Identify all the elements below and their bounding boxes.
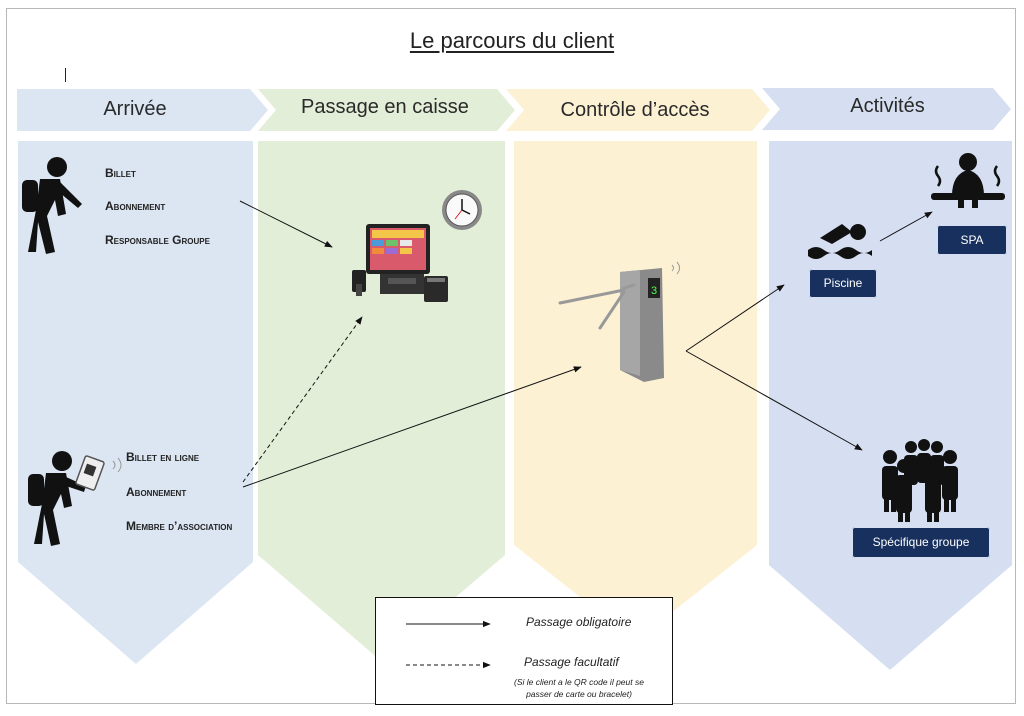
legend-note-line2: passer de carte ou bracelet) xyxy=(526,689,632,699)
arrival-item-membre-association: Membre d’association xyxy=(126,519,233,533)
stage-label-cashier: Passage en caisse xyxy=(301,96,469,118)
arrival-item-abonnement: Abonnement xyxy=(105,199,166,213)
badge-specifique-groupe: Spécifique groupe xyxy=(852,527,990,558)
stage-label-access: Contrôle d’accès xyxy=(560,99,710,121)
text-cursor xyxy=(65,68,66,82)
arrow-access-to-piscine xyxy=(685,284,785,352)
group-people-icon xyxy=(882,439,958,522)
arrival-item-responsable-groupe: Responsable Groupe xyxy=(105,233,210,247)
arrow-online-to-cashier-optional xyxy=(242,316,363,483)
arrow-online-to-access xyxy=(242,366,582,488)
legend-note-line1: (Si le client a le QR code il peut se xyxy=(514,677,644,687)
badge-spa: SPA xyxy=(937,225,1007,255)
column-access xyxy=(514,141,757,641)
stage-label-activities: Activités xyxy=(850,95,925,117)
legend-mandatory-label: Passage obligatoire xyxy=(526,615,632,629)
arrival-item-abonnement-2: Abonnement xyxy=(126,485,187,499)
badge-piscine: Piscine xyxy=(809,269,877,298)
turnstile-icon: 3 xyxy=(558,261,680,382)
header-chevron-cashier xyxy=(258,89,515,131)
swimmer-icon xyxy=(808,224,872,259)
walking-person-icon xyxy=(22,157,82,254)
clock-icon xyxy=(442,190,482,230)
arrival-item-billet: Billet xyxy=(105,166,136,180)
svg-text:3: 3 xyxy=(651,285,657,297)
pos-terminal-icon xyxy=(352,224,448,302)
arrival-item-billet-en-ligne: Billet en ligne xyxy=(126,450,200,464)
page-title: Le parcours du client xyxy=(409,28,615,53)
header-chevron-access xyxy=(506,89,770,131)
legend-optional-label: Passage facultatif xyxy=(524,655,619,669)
stage-label-arrival: Arrivée xyxy=(103,98,167,120)
arrow-access-to-group xyxy=(685,350,863,451)
arrow-piscine-to-spa xyxy=(879,211,933,242)
header-chevron-activities xyxy=(762,88,1011,130)
arrow-arrival-to-cashier xyxy=(239,200,333,248)
column-arrival xyxy=(18,141,253,664)
legend-box: Passage obligatoire Passage facultatif (… xyxy=(375,597,673,705)
spa-icon xyxy=(931,153,1005,208)
header-chevron-arrival xyxy=(17,89,268,131)
legend-arrows xyxy=(406,620,491,669)
column-cashier xyxy=(258,141,505,661)
person-with-phone-icon xyxy=(28,451,122,546)
